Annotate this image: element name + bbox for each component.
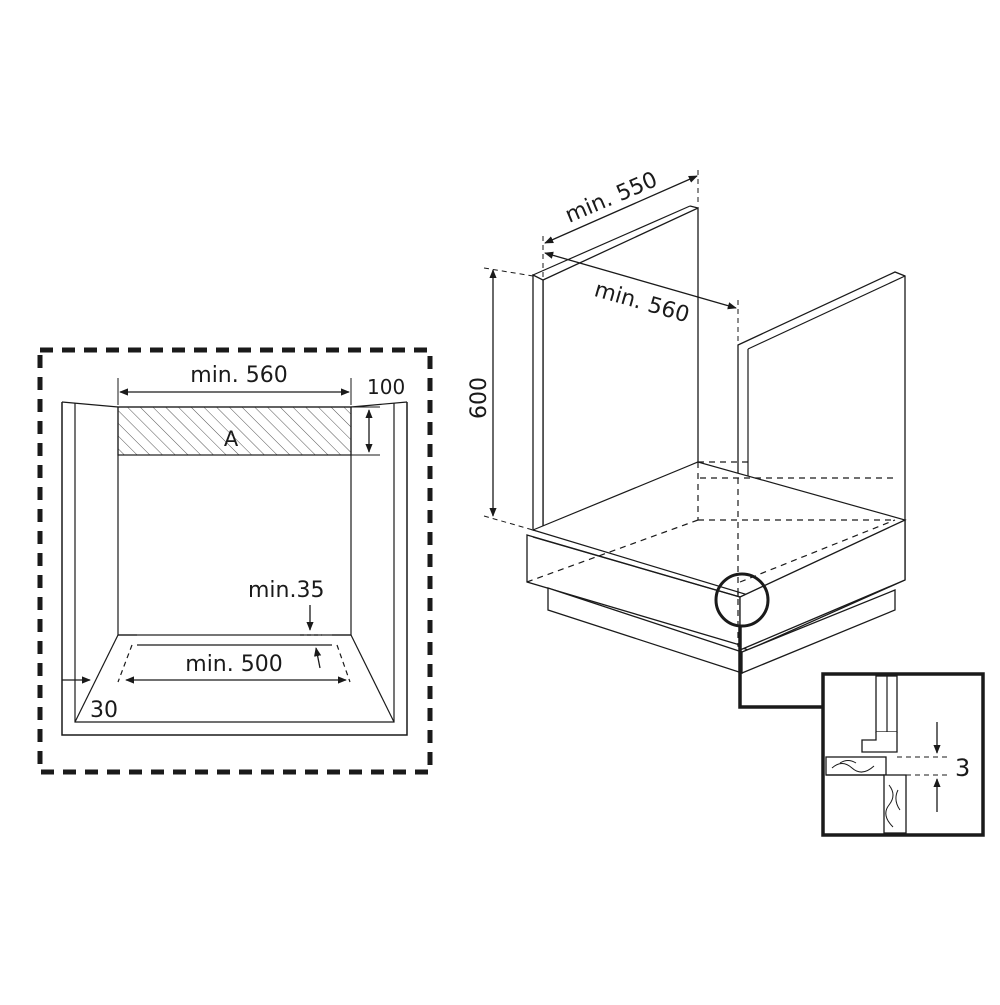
cabinet-right-wall-inner	[375, 403, 395, 723]
ventilation-zone-a	[117, 406, 352, 456]
ext-line-600-bottom	[483, 515, 534, 531]
label-side-30: 30	[90, 698, 118, 723]
label-base-500: min. 500	[185, 652, 282, 677]
base-slope-right	[350, 634, 395, 723]
cabinet-top-right	[350, 401, 408, 408]
base-slope-left	[74, 634, 119, 723]
cabinet-outer-wall	[61, 402, 408, 736]
detail-leader-line	[738, 626, 823, 709]
front-view	[37, 347, 433, 775]
right-panel-edge	[747, 275, 906, 350]
detail-wood-post	[883, 774, 907, 834]
base-dashed-left	[117, 644, 133, 683]
niche-outline-dashed	[37, 347, 433, 775]
detail-view	[821, 672, 985, 837]
label-height-100: 100	[367, 375, 405, 399]
min35-arrow-up	[314, 647, 322, 669]
detail-wood-grain	[831, 760, 901, 828]
dim-line-depth-550	[544, 175, 698, 244]
ext-line-600-top	[483, 267, 534, 277]
left-panel-top2	[689, 205, 699, 209]
front-view-labels: min. 560 100 A min.35 min. 500 30	[90, 363, 405, 723]
cabinet-kick-right	[741, 589, 896, 674]
base-dashed-right	[336, 644, 351, 683]
slab-edge	[532, 536, 741, 598]
dim-line-width-560-cabinet	[544, 251, 737, 310]
cabinet-left-wall-inner	[74, 403, 95, 723]
label-detail-gap-3: 3	[955, 754, 970, 782]
label-gap-min35: min.35	[248, 578, 324, 603]
label-zone-a: A	[224, 427, 239, 451]
cabinet-view	[483, 170, 907, 709]
cabinet-left-panel	[532, 273, 544, 533]
label-width-560: min. 560	[190, 363, 287, 388]
cabinet-top-left	[61, 401, 119, 408]
cabinet-hidden-lines	[526, 461, 896, 645]
label-height-600: 600	[467, 377, 492, 419]
detail-callout-circle	[714, 572, 770, 628]
detail-panel-step	[861, 732, 898, 753]
